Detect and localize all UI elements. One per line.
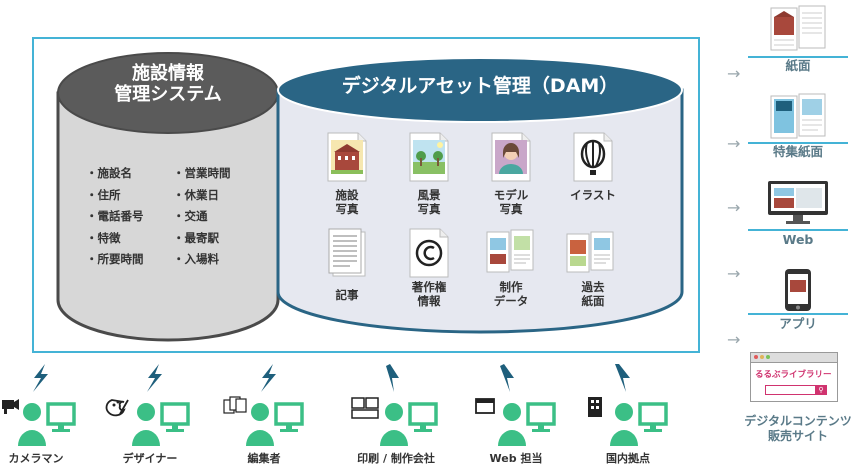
output-arrow: → — [727, 64, 741, 83]
person-web — [496, 401, 556, 448]
asset-label-article: 記事 — [335, 288, 359, 302]
browser-dot-icon — [754, 355, 758, 359]
video-camera-icon — [2, 399, 19, 414]
person-label-regional: 国内拠点 — [606, 452, 650, 465]
person-cameraman — [16, 401, 76, 448]
asset-label-model-photo: モデル 写真 — [493, 188, 529, 216]
copyright-icon — [409, 228, 449, 278]
monitor-icon — [768, 181, 828, 224]
palette-icon — [105, 399, 129, 417]
people-row — [2, 396, 668, 448]
article-document-icon — [328, 228, 366, 277]
facility-items-left: ・施設名 ・住所 ・電話番号 ・特徴 ・所要時間 — [86, 163, 144, 271]
office-building-icon — [588, 397, 602, 417]
asset-label-copyright: 著作権 情報 — [411, 280, 447, 308]
facility-item: ・入場料 — [173, 252, 219, 266]
bolt-icon — [615, 364, 630, 392]
person-label-editor: 編集者 — [247, 452, 281, 465]
smartphone-icon — [785, 269, 811, 311]
asset-label-landscape-photo: 風景 写真 — [417, 188, 441, 216]
connection-bolts — [33, 364, 630, 392]
facility-item: ・交通 — [173, 209, 208, 223]
output-label-web: Web — [782, 232, 814, 247]
facility-item: ・最寄駅 — [173, 230, 219, 245]
landscape-photo-icon — [409, 132, 449, 182]
documents-icon — [223, 396, 247, 414]
browser-dot-icon — [766, 355, 770, 359]
facility-item: ・特徴 — [86, 230, 121, 245]
layout-icon — [351, 397, 379, 419]
past-paper-icon — [566, 231, 614, 273]
person-printing — [378, 401, 438, 448]
person-regional — [608, 401, 668, 448]
bolt-icon — [500, 364, 514, 392]
output-arrow: → — [727, 264, 741, 283]
person-designer — [130, 401, 190, 448]
output-arrow: → — [727, 134, 741, 153]
output-label-feature-paper: 特集紙面 — [772, 144, 823, 159]
person-label-designer: デザイナー — [122, 452, 178, 465]
person-label-cameraman: カメラマン — [8, 452, 64, 465]
newspaper-icon — [770, 5, 826, 51]
browser-store-icon: るるぶライブラリー ⚲ — [750, 352, 838, 402]
person-editor — [244, 401, 304, 448]
output-underline — [748, 142, 848, 144]
browser-titlebar — [751, 353, 837, 363]
output-arrow: → — [727, 330, 741, 349]
output-underline — [748, 56, 848, 58]
asset-label-facility-photo: 施設 写真 — [335, 188, 359, 216]
feature-paper-icon — [770, 93, 826, 139]
browser-dot-icon — [760, 355, 764, 359]
balloon-illustration-icon — [573, 132, 613, 182]
facility-item: ・所要時間 — [86, 252, 144, 266]
facility-title: 施設情報 管理システム — [88, 63, 248, 105]
facility-item: ・住所 — [86, 187, 121, 202]
person-label-web: Web 担当 — [489, 452, 543, 465]
facility-items-right: ・営業時間 ・休業日 ・交通 ・最寄駅 ・入場料 — [173, 163, 231, 271]
output-label-digital-store: デジタルコンテンツ 販売サイト — [744, 414, 852, 443]
facility-cylinder — [56, 52, 280, 342]
search-icon[interactable]: ⚲ — [815, 385, 827, 395]
facility-title-line1: 施設情報 — [132, 63, 204, 84]
facility-item: ・施設名 — [86, 166, 132, 180]
person-label-printing: 印刷 / 制作会社 — [357, 452, 435, 465]
output-label-paper: 紙面 — [785, 58, 811, 73]
browser-window-icon — [475, 398, 495, 414]
bolt-icon — [261, 364, 276, 392]
facility-item: ・営業時間 — [173, 166, 231, 180]
output-label-app: アプリ — [779, 316, 817, 331]
bolt-icon — [147, 364, 162, 392]
building-photo-icon — [327, 132, 367, 182]
bolt-icon — [386, 364, 399, 392]
asset-label-illustration: イラスト — [570, 188, 616, 202]
facility-title-line2: 管理システム — [114, 83, 222, 105]
asset-label-past-paper: 過去 紙面 — [581, 280, 605, 308]
production-data-icon — [486, 229, 534, 273]
asset-label-production-data: 制作 データ — [493, 280, 529, 308]
facility-item: ・電話番号 — [86, 209, 144, 223]
output-arrow: → — [727, 198, 741, 217]
dam-title: デジタルアセット管理（DAM） — [341, 75, 619, 97]
output-underline — [748, 313, 848, 315]
model-photo-icon — [491, 132, 531, 182]
output-underline — [748, 229, 848, 231]
bolt-icon — [33, 364, 48, 392]
store-site-name: るるぶライブラリー — [755, 370, 832, 380]
facility-item: ・休業日 — [173, 187, 219, 202]
